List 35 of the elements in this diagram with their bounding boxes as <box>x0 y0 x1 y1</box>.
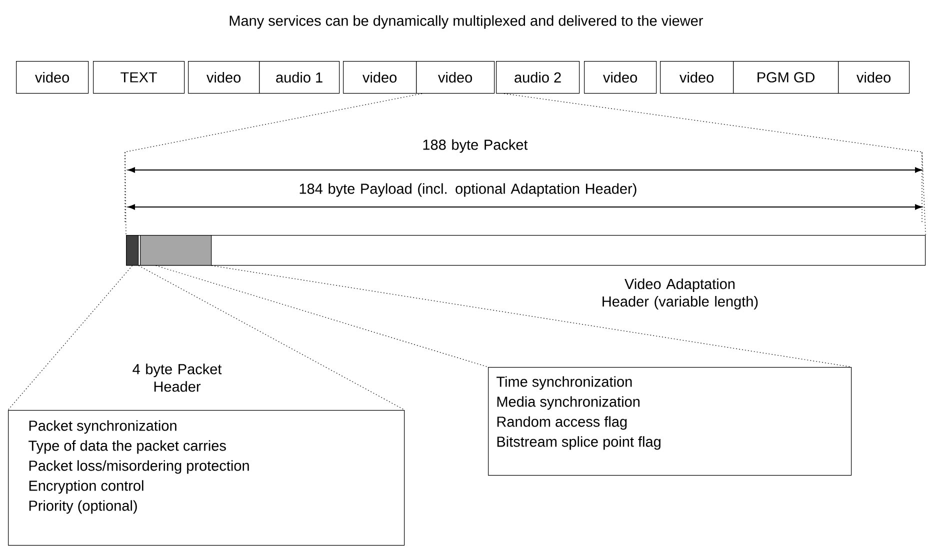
segment-label: Video Adaptation Header (variable length) <box>602 278 758 310</box>
stream-cell: video <box>584 61 657 94</box>
zoom-line <box>211 265 852 368</box>
stream-cell: video <box>660 61 734 94</box>
node-label: Packet loss/misordering protection <box>29 460 249 474</box>
dimension-label: 184 byte Payload (incl. optional Adaptation Header) <box>300 183 636 197</box>
stream-cell: video <box>16 61 89 94</box>
zoom-line <box>156 265 488 368</box>
packet-segment <box>126 235 139 266</box>
zoom-line <box>8 265 133 410</box>
node-label: Time synchronization <box>496 376 632 390</box>
zoom-line <box>138 265 405 410</box>
node-label: Random access flag <box>497 416 627 430</box>
node-label: Priority (optional) <box>29 500 137 514</box>
stream-cell: audio 1 <box>259 61 340 94</box>
node-label: Packet synchronization <box>29 420 176 434</box>
box-heading: 4 byte Packet Header <box>132 364 222 392</box>
stream-cell: PGM GD <box>733 61 839 94</box>
title: Many services can be dynamically multiplexed and delivered to the viewer <box>230 15 704 29</box>
stream-cell: video <box>416 61 495 94</box>
stream-cell: audio 2 <box>496 61 580 94</box>
node-label: Media synchronization <box>497 396 640 410</box>
stream-cell: TEXT <box>93 61 185 94</box>
stream-cell: video <box>188 61 260 94</box>
stream-cell: video <box>343 61 417 94</box>
zoom-line <box>504 93 926 236</box>
node-label: Bitstream splice point flag <box>497 436 660 450</box>
node-label: Type of data the packet carries <box>28 440 226 454</box>
zoom-line <box>124 93 422 236</box>
dimension-label: 188 byte Packet <box>423 139 528 153</box>
stream-cell: video <box>838 61 910 94</box>
feature-list: Time synchronization Media synchronization Random access flag Bitstream splice point flag <box>496 376 660 450</box>
node-label: Encryption control <box>29 480 144 494</box>
feature-list: Packet synchronization Type of data the packet carries Packet loss/misordering protection Encryption control Priority (optional) <box>28 420 249 514</box>
packet-segment <box>140 235 212 266</box>
